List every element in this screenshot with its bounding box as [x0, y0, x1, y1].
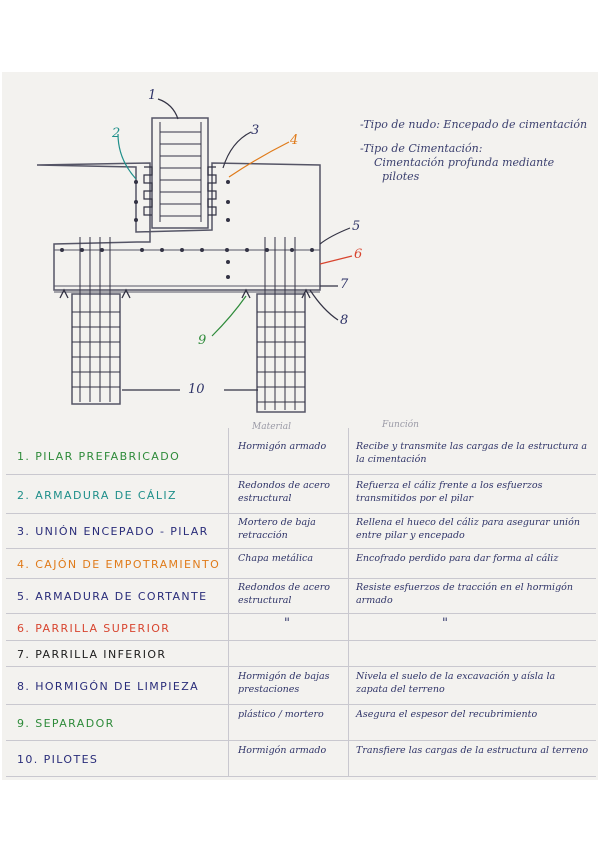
component-material: " — [284, 616, 290, 631]
table-row-divider — [6, 474, 596, 475]
component-name: 9. SEPARADOR — [17, 717, 115, 730]
column-divider-1 — [228, 428, 229, 776]
component-function: Asegura el espesor del recubrimiento — [356, 709, 538, 720]
table-row-divider — [6, 666, 596, 667]
paper-sheet: 1 2 3 4 5 6 7 8 9 10 -Tipo de nudo: Ence… — [2, 72, 598, 780]
leader-5 — [319, 227, 351, 245]
pile-left — [71, 293, 121, 405]
component-name: 2. ARMADURA DE CÁLIZ — [17, 489, 177, 502]
component-name: 3. UNIÓN ENCEPADO - PILAR — [17, 525, 209, 538]
leader-4 — [228, 141, 290, 178]
component-function: " — [442, 616, 448, 631]
table-row-divider — [6, 704, 596, 705]
table-row-divider — [6, 640, 596, 641]
component-material: Mortero de baja retracción — [238, 517, 316, 541]
callout-4: 4 — [290, 133, 299, 148]
column-divider-2 — [348, 428, 349, 776]
component-material: plástico / mortero — [238, 709, 324, 720]
table-row-divider — [6, 740, 596, 741]
component-function: Recibe y transmite las cargas de la estr… — [356, 441, 588, 465]
component-function: Rellena el hueco del cáliz para asegurar… — [356, 517, 580, 541]
table-row-divider — [6, 613, 596, 614]
table-row-divider — [6, 578, 596, 579]
component-material: Hormigón armado — [238, 441, 327, 452]
callout-9: 9 — [198, 333, 207, 348]
leader-6 — [319, 255, 353, 265]
component-name: 4. CAJÓN DE EMPOTRAMIENTO — [17, 558, 221, 571]
pile-cap-outline — [36, 162, 321, 291]
callout-10: 10 — [188, 382, 205, 397]
component-material: Redondos de acero estructural — [238, 480, 330, 504]
component-material: Redondos de acero estructural — [238, 582, 330, 606]
component-material: Hormigón de bajas prestaciones — [238, 671, 330, 695]
leader-3 — [222, 131, 252, 169]
note-node-type: -Tipo de nudo: Encepado de cimentación — [360, 118, 588, 131]
callout-1: 1 — [148, 88, 157, 103]
note-foundation-desc: Cimentación profunda mediante — [374, 156, 555, 169]
component-name: 7. PARRILLA INFERIOR — [17, 648, 167, 661]
table-row-divider — [6, 776, 596, 777]
callout-8: 8 — [340, 313, 349, 328]
component-name: 6. PARRILLA SUPERIOR — [17, 621, 171, 635]
column-header-material: Material — [252, 422, 291, 432]
component-function: Transfiere las cargas de la estructura a… — [356, 745, 589, 756]
note-foundation-type: -Tipo de Cimentación: — [360, 142, 483, 155]
component-material: Hormigón armado — [238, 745, 327, 756]
note-foundation-desc-2: pilotes — [382, 170, 420, 183]
callout-7: 7 — [340, 277, 349, 292]
column-header-function: Función — [382, 420, 419, 430]
leader-2 — [117, 133, 137, 180]
component-name: 5. ARMADURA DE CORTANTE — [17, 590, 208, 603]
callout-6: 6 — [354, 247, 363, 262]
callout-2: 2 — [112, 126, 121, 141]
foundation-drawing — [36, 98, 353, 413]
component-function: Encofrado perdido para dar forma al cáli… — [356, 553, 559, 564]
leader-8 — [309, 289, 339, 321]
component-function: Refuerza el cáliz frente a los esfuerzos… — [356, 480, 543, 504]
leader-9 — [211, 295, 247, 337]
component-name: 10. PILOTES — [17, 753, 99, 766]
component-material: Chapa metálica — [238, 553, 313, 564]
leader-1 — [157, 98, 179, 120]
table-row-divider — [6, 513, 596, 514]
table-row-divider — [6, 548, 596, 549]
component-name: 8. HORMIGÓN DE LIMPIEZA — [17, 680, 200, 693]
component-function: Resiste esfuerzos de tracción en el horm… — [356, 582, 574, 606]
callout-5: 5 — [352, 219, 361, 234]
component-name: 1. PILAR PREFABRICADO — [17, 450, 181, 463]
component-function: Nivela el suelo de la excavación y aísla… — [356, 671, 556, 695]
callout-3: 3 — [251, 123, 260, 138]
pile-right — [256, 293, 306, 413]
